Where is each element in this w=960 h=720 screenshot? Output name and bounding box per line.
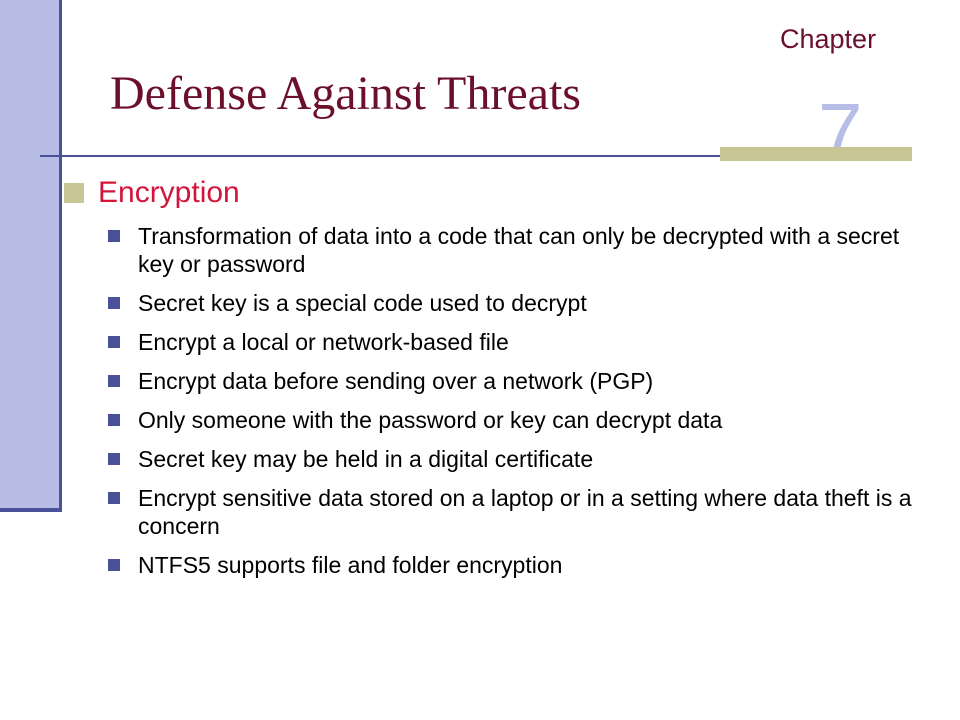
side-decorative-bar — [0, 0, 62, 512]
sub-bullet-list: Transformation of data into a code that … — [104, 222, 924, 590]
list-item: Secret key is a special code used to dec… — [104, 289, 924, 317]
list-item: Secret key may be held in a digital cert… — [104, 445, 924, 473]
square-bullet-icon — [108, 336, 120, 348]
square-bullet-icon — [108, 230, 120, 242]
square-bullet-icon — [108, 297, 120, 309]
list-item-text: Encrypt data before sending over a netwo… — [138, 368, 654, 394]
list-item-text: Secret key is a special code used to dec… — [138, 290, 587, 316]
list-item-text: Secret key may be held in a digital cert… — [138, 446, 594, 472]
list-item: Transformation of data into a code that … — [104, 222, 924, 278]
list-item-text: Encrypt a local or network-based file — [138, 329, 509, 355]
list-item-text: Only someone with the password or key ca… — [138, 407, 723, 433]
list-item-text: Encrypt sensitive data stored on a lapto… — [138, 485, 912, 539]
square-bullet-icon — [108, 453, 120, 465]
main-bullet: Encryption — [64, 176, 240, 210]
list-item-text: NTFS5 supports file and folder encryptio… — [138, 552, 563, 578]
square-bullet-icon — [108, 414, 120, 426]
title-divider — [40, 155, 910, 157]
chapter-label: Chapter — [780, 24, 877, 54]
list-item: NTFS5 supports file and folder encryptio… — [104, 551, 924, 579]
square-bullet-icon — [108, 492, 120, 504]
title-divider-accent — [720, 147, 912, 161]
list-item: Only someone with the password or key ca… — [104, 406, 924, 434]
square-bullet-icon — [64, 183, 84, 203]
list-item: Encrypt data before sending over a netwo… — [104, 367, 924, 395]
list-item: Encrypt a local or network-based file — [104, 328, 924, 356]
list-item: Encrypt sensitive data stored on a lapto… — [104, 484, 924, 540]
square-bullet-icon — [108, 375, 120, 387]
slide-title: Defense Against Threats — [110, 67, 581, 120]
main-bullet-text: Encryption — [98, 176, 240, 209]
list-item-text: Transformation of data into a code that … — [138, 223, 900, 277]
square-bullet-icon — [108, 559, 120, 571]
